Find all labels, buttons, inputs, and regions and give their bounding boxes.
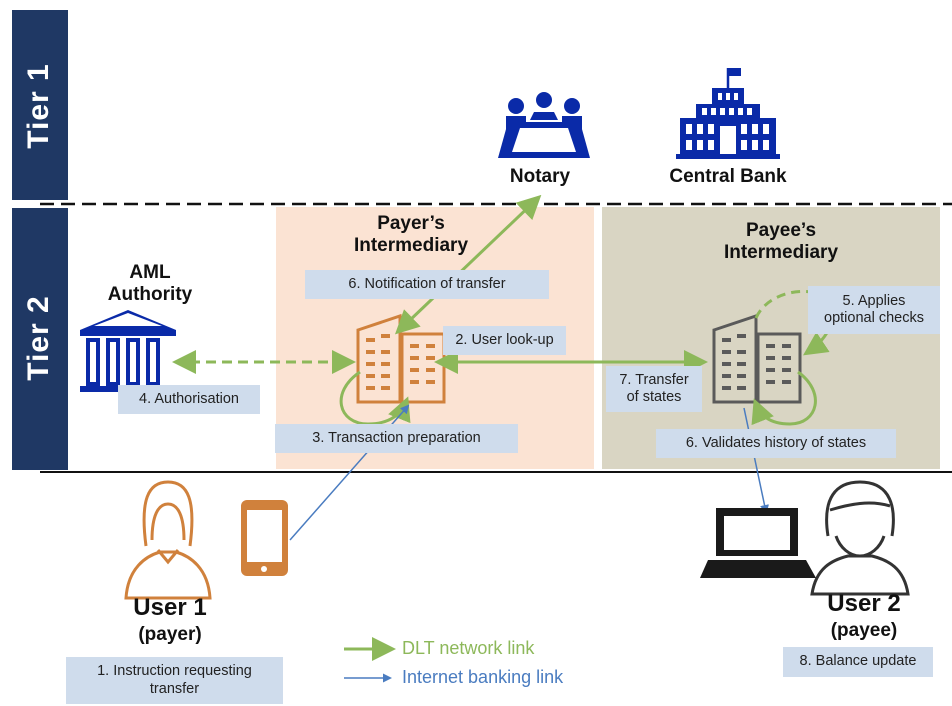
step-validates-history-box: 6. Validates history of states xyxy=(656,429,896,458)
payee-intermediary-building-icon xyxy=(712,313,802,404)
user2-name: User 2 xyxy=(827,590,901,617)
aml-authority-icon xyxy=(80,310,176,392)
payee-intermediary-panel xyxy=(602,207,940,469)
legend-dlt-label: DLT network link xyxy=(402,638,535,658)
payee-intermediary-title: Payee’s Intermediary xyxy=(723,220,839,263)
payer-intermediary-building-icon xyxy=(356,313,446,404)
user2-banking-link xyxy=(743,407,769,514)
notary-icon xyxy=(498,92,590,158)
step-optional-checks-box: 5. Applies optional checks xyxy=(808,286,940,334)
step-tx-preparation-box: 3. Transaction preparation xyxy=(275,424,518,453)
laptop-icon xyxy=(700,508,816,578)
step-notification-box: 6. Notification of transfer xyxy=(305,270,549,299)
aml-authority-title: AML Authority xyxy=(107,262,193,305)
step-transfer-states-box: 7. Transfer of states xyxy=(606,366,702,412)
step-instruction-box: 1. Instruction requesting transfer xyxy=(66,657,283,704)
step-authorisation-box: 4. Authorisation xyxy=(118,385,260,414)
validates-history-loop xyxy=(751,370,817,426)
central-bank-icon xyxy=(676,68,780,159)
user1-icon xyxy=(124,480,212,600)
step-balance-update-box: 8. Balance update xyxy=(783,647,933,677)
tier1-bar xyxy=(12,10,68,200)
notification-link xyxy=(394,194,542,335)
central-bank-title: Central Bank xyxy=(669,166,787,187)
user1-role: (payer) xyxy=(138,624,202,645)
payer-intermediary-title: Payer’s Intermediary xyxy=(353,213,469,256)
phone-icon xyxy=(241,500,288,576)
notary-title: Notary xyxy=(509,166,571,187)
user1-name: User 1 xyxy=(133,594,207,621)
user2-role: (payee) xyxy=(830,620,898,641)
tier2-bar xyxy=(12,208,68,470)
optional-checks-loop xyxy=(754,289,835,356)
user2-icon xyxy=(810,480,910,596)
legend-internet-label: Internet banking link xyxy=(402,667,564,687)
step-user-lookup-box: 2. User look-up xyxy=(443,326,566,355)
tx-preparation-loop xyxy=(339,370,411,426)
